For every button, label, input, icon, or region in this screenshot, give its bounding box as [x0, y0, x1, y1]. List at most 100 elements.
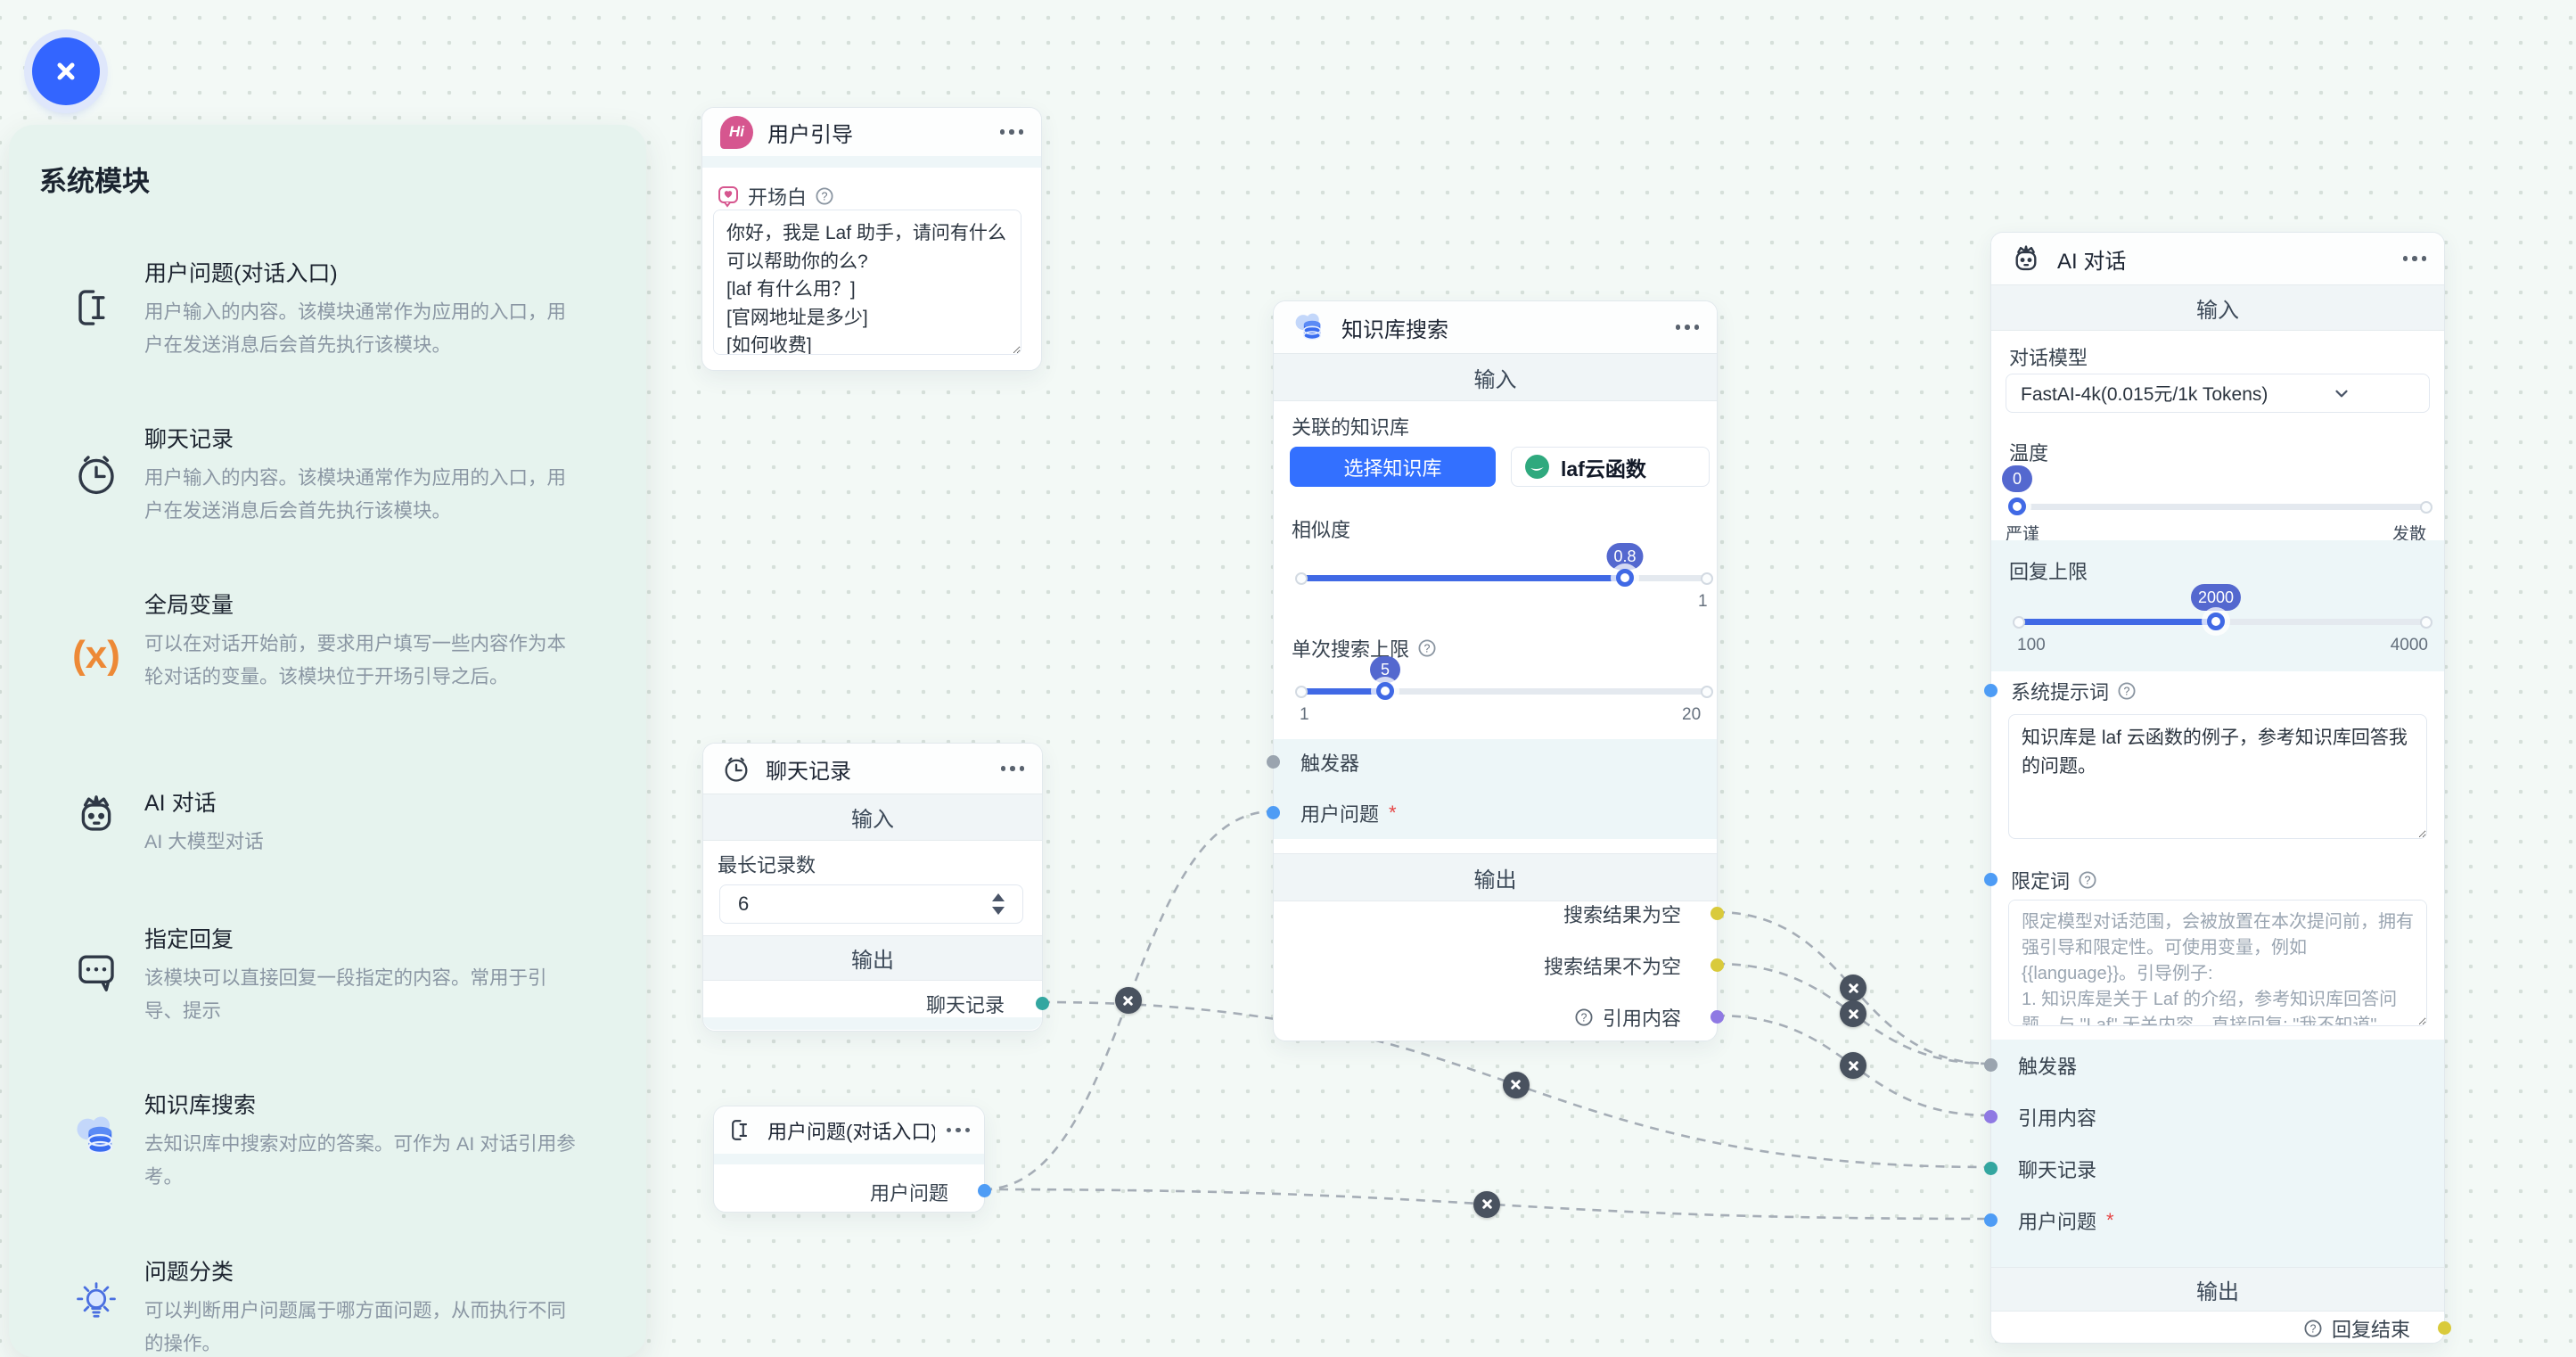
text-cursor-icon	[728, 1116, 756, 1144]
node-title: 用户问题(对话入口)	[767, 1120, 935, 1143]
input-section-bar: 输入	[703, 794, 1042, 841]
node-title: 用户引导	[767, 122, 853, 147]
field-label: 限定词	[2011, 870, 2071, 892]
similarity-value-bubble: 0.8	[1606, 543, 1644, 570]
laf-dataset-icon	[1524, 454, 1550, 480]
output-section-bar: 输出	[703, 935, 1042, 981]
system-prompt-textarea[interactable]: 知识库是 laf 云函数的例子，参考知识库回答我的问题。	[2008, 714, 2427, 839]
chevron-down-icon	[2332, 383, 2415, 403]
dataset-chip[interactable]: laf云函数	[1511, 447, 1710, 487]
help-icon[interactable]: ?	[2117, 681, 2137, 701]
output-port-dot[interactable]	[2438, 1321, 2451, 1335]
node-header[interactable]: 用户问题(对话入口)	[714, 1106, 984, 1155]
search-limit-slider[interactable]	[1300, 688, 1707, 695]
output-port-dot[interactable]	[1710, 958, 1724, 972]
output-port-dot[interactable]	[1036, 997, 1049, 1010]
node-header[interactable]: AI 对话	[1991, 233, 2444, 285]
classify-lightbulb-icon	[70, 1274, 123, 1328]
more-menu-icon[interactable]	[1675, 325, 1699, 330]
search-limit-value-bubble: 5	[1370, 656, 1400, 683]
svg-text:?: ?	[1424, 642, 1431, 654]
delete-connection-button[interactable]	[1502, 1071, 1530, 1098]
variable-icon: (x)	[72, 633, 120, 677]
max-reply-slider-thumb[interactable]	[2207, 613, 2225, 630]
input-port-dot[interactable]	[1984, 1058, 1998, 1072]
help-icon[interactable]: ?	[2078, 870, 2097, 890]
more-menu-icon[interactable]	[2402, 256, 2426, 261]
output-port-label: 用户问题	[869, 1182, 948, 1205]
node-chat-history[interactable]: 聊天记录 输入 最长记录数 6 输出 聊天记录	[702, 743, 1049, 1032]
text-cursor-icon	[70, 281, 123, 334]
field-label: 关联的知识库	[1292, 416, 1410, 439]
limit-prompt-textarea[interactable]	[2008, 900, 2427, 1026]
input-port-dot[interactable]	[1267, 755, 1280, 769]
input-port-label: 触发器	[1300, 753, 1360, 775]
node-header[interactable]: Hi 用户引导	[702, 108, 1041, 157]
more-menu-icon[interactable]	[946, 1127, 970, 1133]
input-port-dot[interactable]	[1267, 806, 1280, 819]
svg-text:?: ?	[1581, 1011, 1587, 1024]
welcome-textarea[interactable]: 你好，我是 Laf 助手，请问有什么可以帮助你的么? [laf 有什么用？] […	[713, 210, 1021, 355]
input-port-label: 引用内容	[2018, 1107, 2097, 1130]
clock-icon	[721, 753, 751, 784]
delete-connection-button[interactable]	[1840, 1052, 1866, 1079]
help-icon[interactable]: ?	[815, 186, 834, 206]
node-kb-search[interactable]: 知识库搜索 输入 关联的知识库 选择知识库 laf云函数 相似度 0.8 1 单…	[1267, 300, 1724, 1041]
similarity-slider[interactable]	[1300, 575, 1707, 581]
help-icon[interactable]: ?	[2303, 1319, 2323, 1338]
help-icon[interactable]: ?	[1574, 1007, 1594, 1027]
select-kb-button[interactable]: 选择知识库	[1290, 447, 1496, 487]
input-ports-block	[1991, 1040, 2444, 1267]
model-select[interactable]: FastAI-4k(0.015元/1k Tokens)	[2006, 374, 2430, 413]
input-port-label: 用户问题	[1300, 803, 1380, 826]
node-user-guide[interactable]: Hi 用户引导 开场白 ? 你好，我是 Laf 助手，请问有什么可以帮助你的么?…	[701, 107, 1042, 371]
svg-text:?: ?	[2085, 874, 2091, 886]
number-stepper[interactable]	[992, 893, 1005, 915]
max-records-input[interactable]: 6	[719, 884, 1023, 924]
input-port-label: 聊天记录	[2018, 1159, 2097, 1181]
svg-text:?: ?	[822, 190, 828, 202]
delete-connection-button[interactable]	[1473, 1190, 1500, 1218]
node-header[interactable]: 聊天记录	[703, 744, 1042, 794]
output-port-dot[interactable]	[1710, 1010, 1724, 1024]
max-reply-value-bubble: 2000	[2190, 584, 2242, 611]
field-label: 系统提示词	[2011, 681, 2110, 703]
delete-connection-button[interactable]	[1840, 975, 1866, 1001]
similarity-slider-thumb[interactable]	[1616, 569, 1634, 587]
input-port-dot[interactable]	[1984, 1162, 1998, 1175]
input-port-dot[interactable]	[1984, 1110, 1998, 1123]
node-title: 知识库搜索	[1341, 317, 1448, 342]
input-port-dot[interactable]	[1984, 1213, 1998, 1227]
input-port-dot[interactable]	[1984, 684, 1998, 697]
delete-connection-button[interactable]	[1114, 987, 1142, 1014]
output-port-dot[interactable]	[1710, 907, 1724, 920]
output-port-label: 搜索结果为空	[1563, 904, 1681, 926]
node-user-question[interactable]: 用户问题(对话入口) 用户问题	[713, 1106, 991, 1213]
close-button[interactable]	[32, 37, 100, 105]
node-header[interactable]: 知识库搜索	[1274, 301, 1717, 354]
delete-connection-button[interactable]	[1840, 1000, 1866, 1027]
help-icon[interactable]: ?	[1417, 638, 1437, 658]
field-label: 最长记录数	[718, 854, 816, 876]
more-menu-icon[interactable]	[999, 129, 1023, 135]
temperature-value-bubble: 0	[2002, 465, 2032, 492]
sidebar-title: 系统模块	[39, 166, 150, 197]
output-port-label: 搜索结果不为空	[1543, 956, 1681, 978]
search-limit-slider-thumb[interactable]	[1376, 682, 1394, 700]
node-title: 聊天记录	[766, 759, 851, 784]
output-port-label: 引用内容	[1602, 1007, 1681, 1030]
output-port-dot[interactable]	[978, 1184, 991, 1197]
reply-bubble-icon	[70, 945, 123, 999]
input-section-bar: 输入	[1991, 284, 2444, 331]
header-strip	[702, 156, 1041, 168]
field-label: 开场白	[748, 186, 808, 209]
kb-search-icon	[1292, 309, 1327, 345]
temperature-slider[interactable]	[2017, 504, 2426, 510]
more-menu-icon[interactable]	[1000, 766, 1024, 771]
input-port-dot[interactable]	[1984, 873, 1998, 886]
welcome-heart-icon	[717, 185, 740, 208]
temperature-slider-thumb[interactable]	[2008, 498, 2026, 515]
node-ai-chat[interactable]: AI 对话 输入 对话模型 FastAI-4k(0.015元/1k Tokens…	[1984, 232, 2451, 1344]
output-section-bar: 输出	[1991, 1267, 2444, 1312]
